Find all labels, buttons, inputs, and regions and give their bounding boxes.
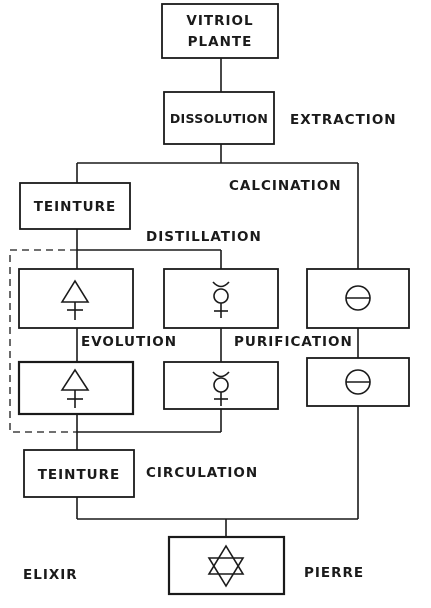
salt-icon — [345, 369, 371, 395]
sulfur-icon — [60, 279, 90, 320]
distillation-label: DISTILLATION — [146, 229, 262, 245]
vitriol-plante-box — [161, 3, 279, 59]
extraction-label: EXTRACTION — [290, 112, 397, 128]
dissolution-label: DISSOLUTION — [170, 111, 268, 126]
mercury-icon — [212, 281, 230, 318]
dissolution-box — [163, 91, 275, 145]
salt-icon — [345, 285, 371, 311]
vitriol-label: VITRIOL — [186, 13, 253, 29]
pierre-label: PIERRE — [304, 565, 364, 581]
teinture-bottom-label: TEINTURE — [38, 467, 121, 483]
sulfur-box-2 — [17, 360, 135, 416]
plante-label: PLANTE — [188, 34, 253, 50]
dashed-return-loop — [9, 249, 77, 433]
hexagram-icon — [207, 544, 245, 588]
calcination-label: CALCINATION — [229, 178, 342, 194]
purification-label: PURIFICATION — [234, 334, 353, 350]
sulfur-box-1 — [18, 268, 134, 329]
sulfur-icon — [60, 368, 90, 408]
mercury-box-1 — [163, 268, 279, 329]
elixir-label: ELIXIR — [23, 567, 78, 583]
evolution-label: EVOLUTION — [81, 334, 177, 350]
teinture-top-label: TEINTURE — [34, 199, 117, 215]
connectors — [76, 58, 359, 537]
teinture-bottom-box — [23, 449, 135, 498]
mercury-icon — [212, 371, 230, 406]
teinture-top-box — [19, 182, 131, 230]
circulation-label: CIRCULATION — [146, 465, 258, 481]
